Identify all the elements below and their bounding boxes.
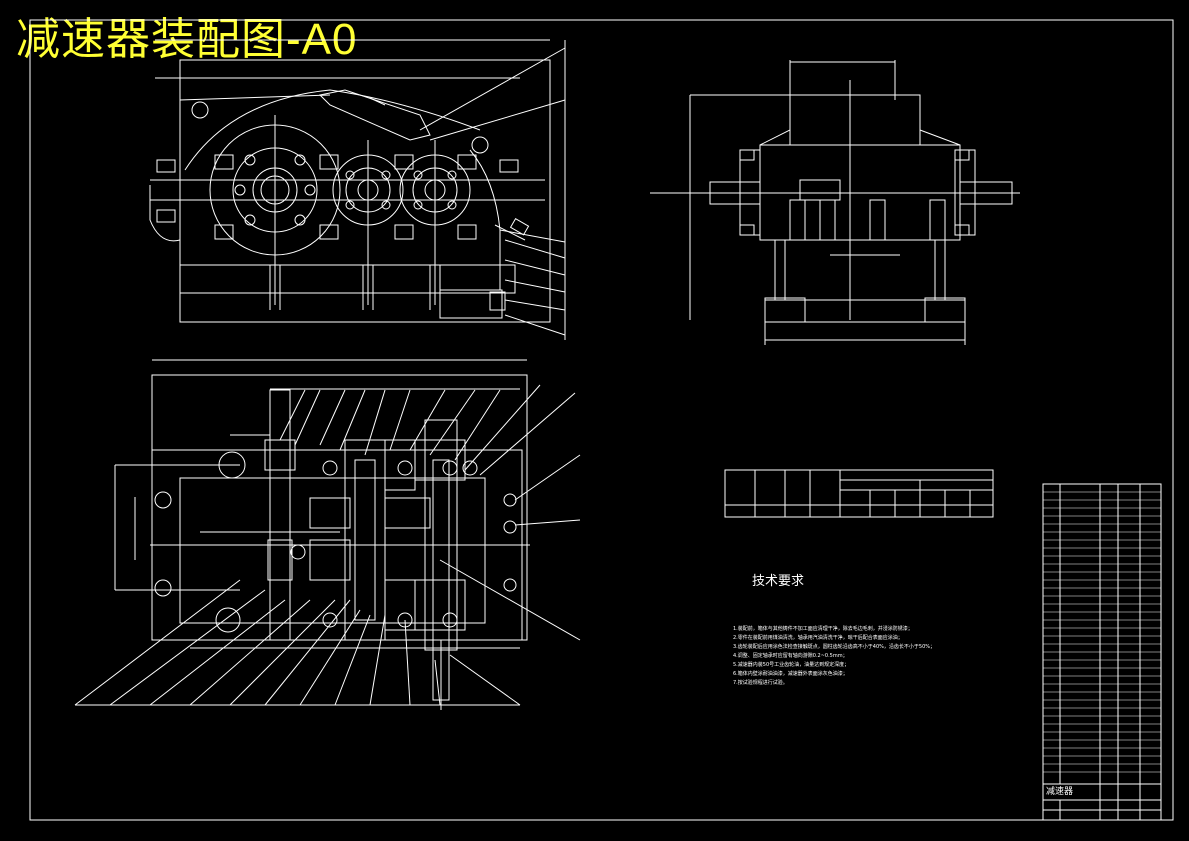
tech-note: 7.按试验规程进行试验。 (733, 680, 788, 686)
tech-note: 1.装配前，箱体与其他铸件不加工面应清理干净，除去毛边毛刺，并浸涂防锈漆； (733, 626, 913, 632)
top-view (74, 359, 581, 710)
sheet-border (29, 19, 1174, 821)
technical-requirements-heading: 技术要求 (752, 574, 805, 589)
tech-note: 4.调整、固定轴承时应留有轴向游隙0.2~0.5mm； (733, 653, 848, 659)
front-view (149, 39, 566, 340)
technical-requirements-list: 1.装配前，箱体与其他铸件不加工面应清理干净，除去毛边毛刺，并浸涂防锈漆； 2.… (733, 625, 935, 688)
tech-note: 6.箱体内壁涂耐油油漆，减速器外表面涂灰色油漆； (733, 671, 848, 677)
parts-list-rows (1043, 491, 1161, 773)
title-block-name: 减速器 (1046, 787, 1074, 797)
tech-note: 5.减速器内装50号工业齿轮油，油量达到规定深度； (733, 662, 850, 668)
side-view (650, 60, 1020, 345)
tech-note: 2.零件在装配前用煤油清洗，轴承用汽油清洗干净，晾干后配合表面应涂油； (733, 635, 903, 641)
parameter-table (724, 469, 994, 518)
tech-note: 3.齿轮装配后应用涂色法检查接触斑点，圆柱齿轮沿齿高不小于40%，沿齿长不小于5… (733, 644, 936, 650)
